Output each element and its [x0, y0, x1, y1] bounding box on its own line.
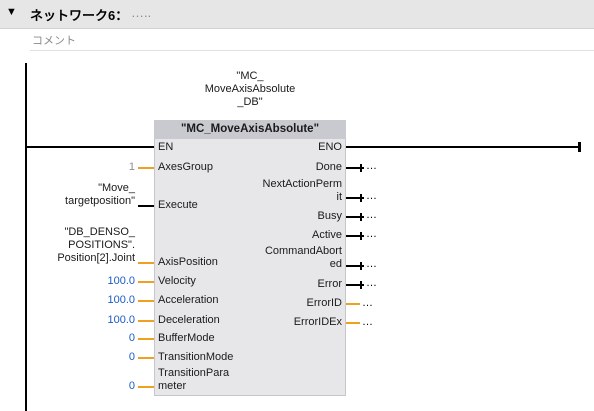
- pin-transitionparameter: TransitionPara meter: [158, 367, 229, 393]
- pin-eno: ENO: [318, 141, 342, 153]
- value-velocity[interactable]: 100.0: [107, 275, 135, 287]
- value-axisposition[interactable]: "DB_DENSO_ POSITIONS". Position[2].Joint: [57, 226, 135, 265]
- pin-label-line: meter: [158, 380, 187, 392]
- instance-db-line: _DB": [237, 96, 263, 108]
- instance-db-line: MoveAxisAbsolute: [204, 83, 296, 95]
- rung-end-marker: [578, 142, 581, 152]
- output-erroridex[interactable]: …: [362, 316, 373, 328]
- pin-wire-velocity: [138, 281, 154, 283]
- output-active[interactable]: …: [366, 228, 377, 240]
- pin-wire-done: [346, 167, 364, 169]
- instance-db-label[interactable]: "MC_ MoveAxisAbsolute _DB": [195, 70, 305, 109]
- pin-label-line: TransitionPara: [158, 367, 230, 379]
- pin-wire-errorid: [346, 303, 360, 305]
- output-error[interactable]: …: [366, 277, 377, 289]
- pin-errorid: ErrorID: [306, 297, 342, 309]
- pin-axesgroup: AxesGroup: [158, 161, 214, 173]
- pin-label-line: it: [336, 191, 343, 203]
- output-busy[interactable]: …: [366, 209, 377, 221]
- function-block-title: "MC_MoveAxisAbsolute": [154, 120, 346, 139]
- value-execute[interactable]: "Move_ targetposition": [65, 182, 135, 208]
- output-errorid[interactable]: …: [362, 297, 373, 309]
- pin-wire-deceleration: [138, 320, 154, 322]
- pin-wire-error: [346, 284, 364, 286]
- network-header[interactable]: [0, 0, 594, 29]
- value-line: "DB_DENSO_: [64, 226, 135, 238]
- pin-en: EN: [158, 141, 174, 153]
- pin-cap-commandaborted: [360, 262, 362, 270]
- pin-erroridex: ErrorIDEx: [293, 316, 342, 328]
- pin-wire-active: [346, 235, 364, 237]
- output-done[interactable]: …: [366, 160, 377, 172]
- pin-cap-nextactionpermit: [360, 194, 362, 202]
- value-transitionparameter[interactable]: 0: [128, 380, 135, 392]
- value-line: Position[2].Joint: [57, 252, 135, 264]
- pin-commandaborted: CommandAbort ed: [265, 245, 342, 271]
- value-line: targetposition": [65, 195, 135, 207]
- network-title-extra[interactable]: …..: [131, 5, 152, 20]
- pin-label-line: NextActionPerm: [262, 178, 342, 190]
- network-title: ネットワーク6：: [30, 8, 129, 23]
- pin-active: Active: [312, 229, 342, 241]
- pin-label-line: ed: [329, 258, 342, 270]
- value-line: POSITIONS".: [68, 239, 135, 251]
- pin-acceleration: Acceleration: [158, 294, 219, 306]
- pin-wire-transitionparameter: [138, 386, 154, 388]
- instance-db-line: "MC_: [236, 70, 264, 82]
- value-line: "Move_: [98, 182, 135, 194]
- value-axesgroup[interactable]: 1: [128, 161, 135, 173]
- pin-error: Error: [317, 278, 342, 290]
- pin-cap-active: [360, 232, 362, 240]
- power-rail: [25, 63, 27, 411]
- pin-wire-transitionmode: [138, 357, 154, 359]
- value-deceleration[interactable]: 100.0: [107, 314, 135, 326]
- value-transitionmode[interactable]: 0: [128, 351, 135, 363]
- output-commandaborted[interactable]: …: [366, 258, 377, 270]
- pin-buffermode: BufferMode: [158, 332, 215, 344]
- pin-label-line: CommandAbort: [264, 245, 342, 257]
- rung-wire-left: [27, 146, 154, 148]
- pin-wire-axisposition: [138, 262, 154, 264]
- network-comment-field[interactable]: [30, 28, 594, 51]
- output-nextactionpermit[interactable]: …: [366, 190, 377, 202]
- pin-nextactionpermit: NextActionPerm it: [263, 178, 342, 204]
- pin-execute: Execute: [158, 199, 198, 211]
- pin-wire-commandaborted: [346, 265, 364, 267]
- pin-axisposition: AxisPosition: [158, 256, 218, 268]
- function-block-box[interactable]: [154, 120, 346, 396]
- pin-busy: Busy: [317, 210, 342, 222]
- pin-transitionmode: TransitionMode: [158, 351, 234, 363]
- pin-wire-axesgroup: [138, 167, 154, 169]
- rung-wire-right: [346, 146, 580, 148]
- pin-wire-erroridex: [346, 322, 360, 324]
- pin-velocity: Velocity: [158, 275, 196, 287]
- pin-done: Done: [315, 161, 342, 173]
- pin-wire-execute: [138, 205, 154, 207]
- pin-deceleration: Deceleration: [158, 314, 220, 326]
- value-buffermode[interactable]: 0: [128, 332, 135, 344]
- pin-cap-error: [360, 281, 362, 289]
- pin-wire-nextactionpermit: [346, 197, 364, 199]
- collapse-arrow-icon[interactable]: ▼: [6, 6, 17, 18]
- pin-wire-busy: [346, 216, 364, 218]
- pin-wire-buffermode: [138, 338, 154, 340]
- pin-cap-busy: [360, 213, 362, 221]
- value-acceleration[interactable]: 100.0: [107, 294, 135, 306]
- comment-placeholder: コメント: [32, 35, 76, 47]
- pin-wire-acceleration: [138, 300, 154, 302]
- pin-cap-done: [360, 164, 362, 172]
